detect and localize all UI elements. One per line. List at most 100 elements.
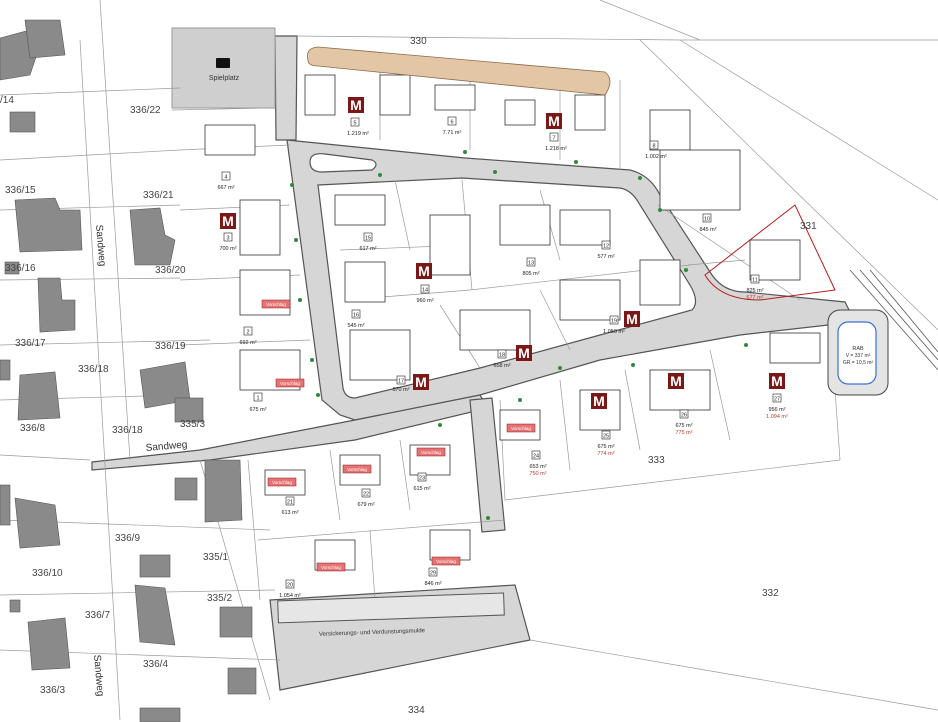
parcel-label: 336/17 (15, 338, 46, 349)
building (9, 599, 21, 613)
svg-text:M: M (548, 113, 560, 129)
parcel-label: 336/8 (20, 423, 45, 434)
lot-number: 26 (681, 413, 687, 419)
m-marker: M (413, 374, 429, 390)
lot-area: 1.050 m² (603, 329, 625, 335)
lot-area: 675 m² (249, 407, 266, 413)
m-marker: M (668, 373, 684, 389)
lot-area: 1.219 m² (347, 131, 369, 137)
lot-area-alt: 775 m² (675, 430, 692, 436)
lot-area-alt: 750 m² (529, 471, 546, 477)
building (9, 111, 36, 133)
lot-area-alt: 1.094 m² (766, 414, 788, 420)
m-markers: M M M M M M M M M M (220, 97, 785, 409)
building (37, 277, 76, 333)
tree-markers (290, 150, 748, 520)
svg-text:M: M (415, 374, 427, 390)
basin-area: GR = 10,5 m² (843, 360, 873, 366)
lot-area: 679 m² (357, 502, 374, 508)
parcel-label: 330 (410, 36, 427, 47)
building (227, 667, 257, 695)
building (14, 497, 61, 549)
playground-label: Spielplatz (209, 75, 240, 82)
lot-number: 11 (752, 278, 758, 284)
lot-area: 658 m² (493, 363, 510, 369)
parcel-label: 336/15 (5, 185, 36, 196)
lot-area: 1.218 m² (545, 146, 567, 152)
proposal-tag: Vorschlag (342, 464, 372, 474)
parcel-label: 332 (762, 588, 779, 599)
parcel-label: 336/3 (40, 685, 65, 696)
lot-area: 700 m² (219, 246, 236, 252)
svg-text:Vorschlag: Vorschlag (272, 480, 292, 485)
parcel-label: 336/22 (130, 105, 161, 116)
lot-number: 20 (287, 583, 293, 589)
lot-number: 17 (398, 379, 404, 385)
street-label-sandweg: Sandweg (145, 439, 188, 454)
lot-number: 16 (353, 313, 359, 319)
lot-number: 23 (419, 476, 425, 482)
proposal-tag: Vorschlag (275, 378, 305, 388)
parcel-label: 336/9 (115, 533, 140, 544)
proposal-tag: Vorschlag (431, 556, 461, 566)
building (204, 459, 243, 523)
seepage-strip-label: Versickerungs- und Verdunstungsmulde (319, 628, 426, 638)
parcel-label: 336/7 (85, 610, 110, 621)
building (134, 584, 176, 646)
lot-number: 22 (363, 492, 369, 498)
proposal-tag: Vorschlag (506, 423, 536, 433)
parcel-label: /14 (0, 95, 14, 106)
lot-area: 1.002 m² (645, 154, 667, 160)
proposal-tag: Vorschlag (416, 447, 446, 457)
seepage-strip (277, 592, 505, 624)
proposal-tag: Vorschlag (267, 477, 297, 487)
svg-text:M: M (771, 373, 783, 389)
lot-number: 4 (224, 175, 227, 181)
parcel-label: 333 (648, 455, 665, 466)
lot-area: 617 m² (359, 246, 376, 252)
lot-number: 10 (704, 217, 710, 223)
m-marker: M (769, 373, 785, 389)
lot-area: 825 m² (746, 288, 763, 294)
parcel-label: 336/18 (78, 364, 109, 375)
parcel-label: 336/16 (5, 263, 36, 274)
lot-number: 13 (528, 261, 534, 267)
m-marker: M (546, 113, 562, 129)
lot-number: 19 (611, 319, 617, 325)
lot-number: 24 (533, 454, 539, 460)
lot-area: 577 m² (597, 254, 614, 260)
parcel-label: 336/4 (143, 659, 168, 670)
lot-number: 14 (422, 288, 428, 294)
basin-volume: V = 337 m³ (846, 353, 871, 359)
parcel-label: 335/1 (203, 552, 228, 563)
svg-text:Vorschlag: Vorschlag (280, 381, 300, 386)
lot-area: 846 m² (424, 581, 441, 587)
parcel-label: 336/10 (32, 568, 63, 579)
lot-number: 29 (430, 571, 436, 577)
lot-number: 5 (353, 121, 356, 127)
lot-number: 8 (652, 144, 655, 150)
lot-area: 7.71 m² (443, 130, 462, 136)
building (27, 617, 71, 671)
lot-number: 6 (450, 120, 453, 126)
parcel-label: 334 (408, 705, 425, 716)
svg-text:Vorschlag: Vorschlag (421, 450, 441, 455)
svg-text:Vorschlag: Vorschlag (266, 302, 286, 307)
lot-number: 25 (603, 434, 609, 440)
building (0, 359, 11, 381)
basin-title: RAB (852, 346, 864, 352)
svg-text:M: M (626, 311, 638, 327)
building (129, 207, 176, 266)
lot-area: 805 m² (522, 271, 539, 277)
street-label-sandweg-north: Sandweg (93, 224, 108, 267)
svg-text:M: M (222, 213, 234, 229)
lot-area: 570 m² (392, 387, 409, 393)
lot-number: 15 (365, 236, 371, 242)
lot-area: 667 m² (217, 185, 234, 191)
street-label-sandweg-south: Sandweg (91, 654, 106, 697)
building (4, 261, 20, 275)
m-marker: M (591, 393, 607, 409)
proposal-tags: Vorschlag Vorschlag Vorschlag Vorschlag … (261, 299, 536, 572)
parcel-label: 336/20 (155, 265, 186, 276)
